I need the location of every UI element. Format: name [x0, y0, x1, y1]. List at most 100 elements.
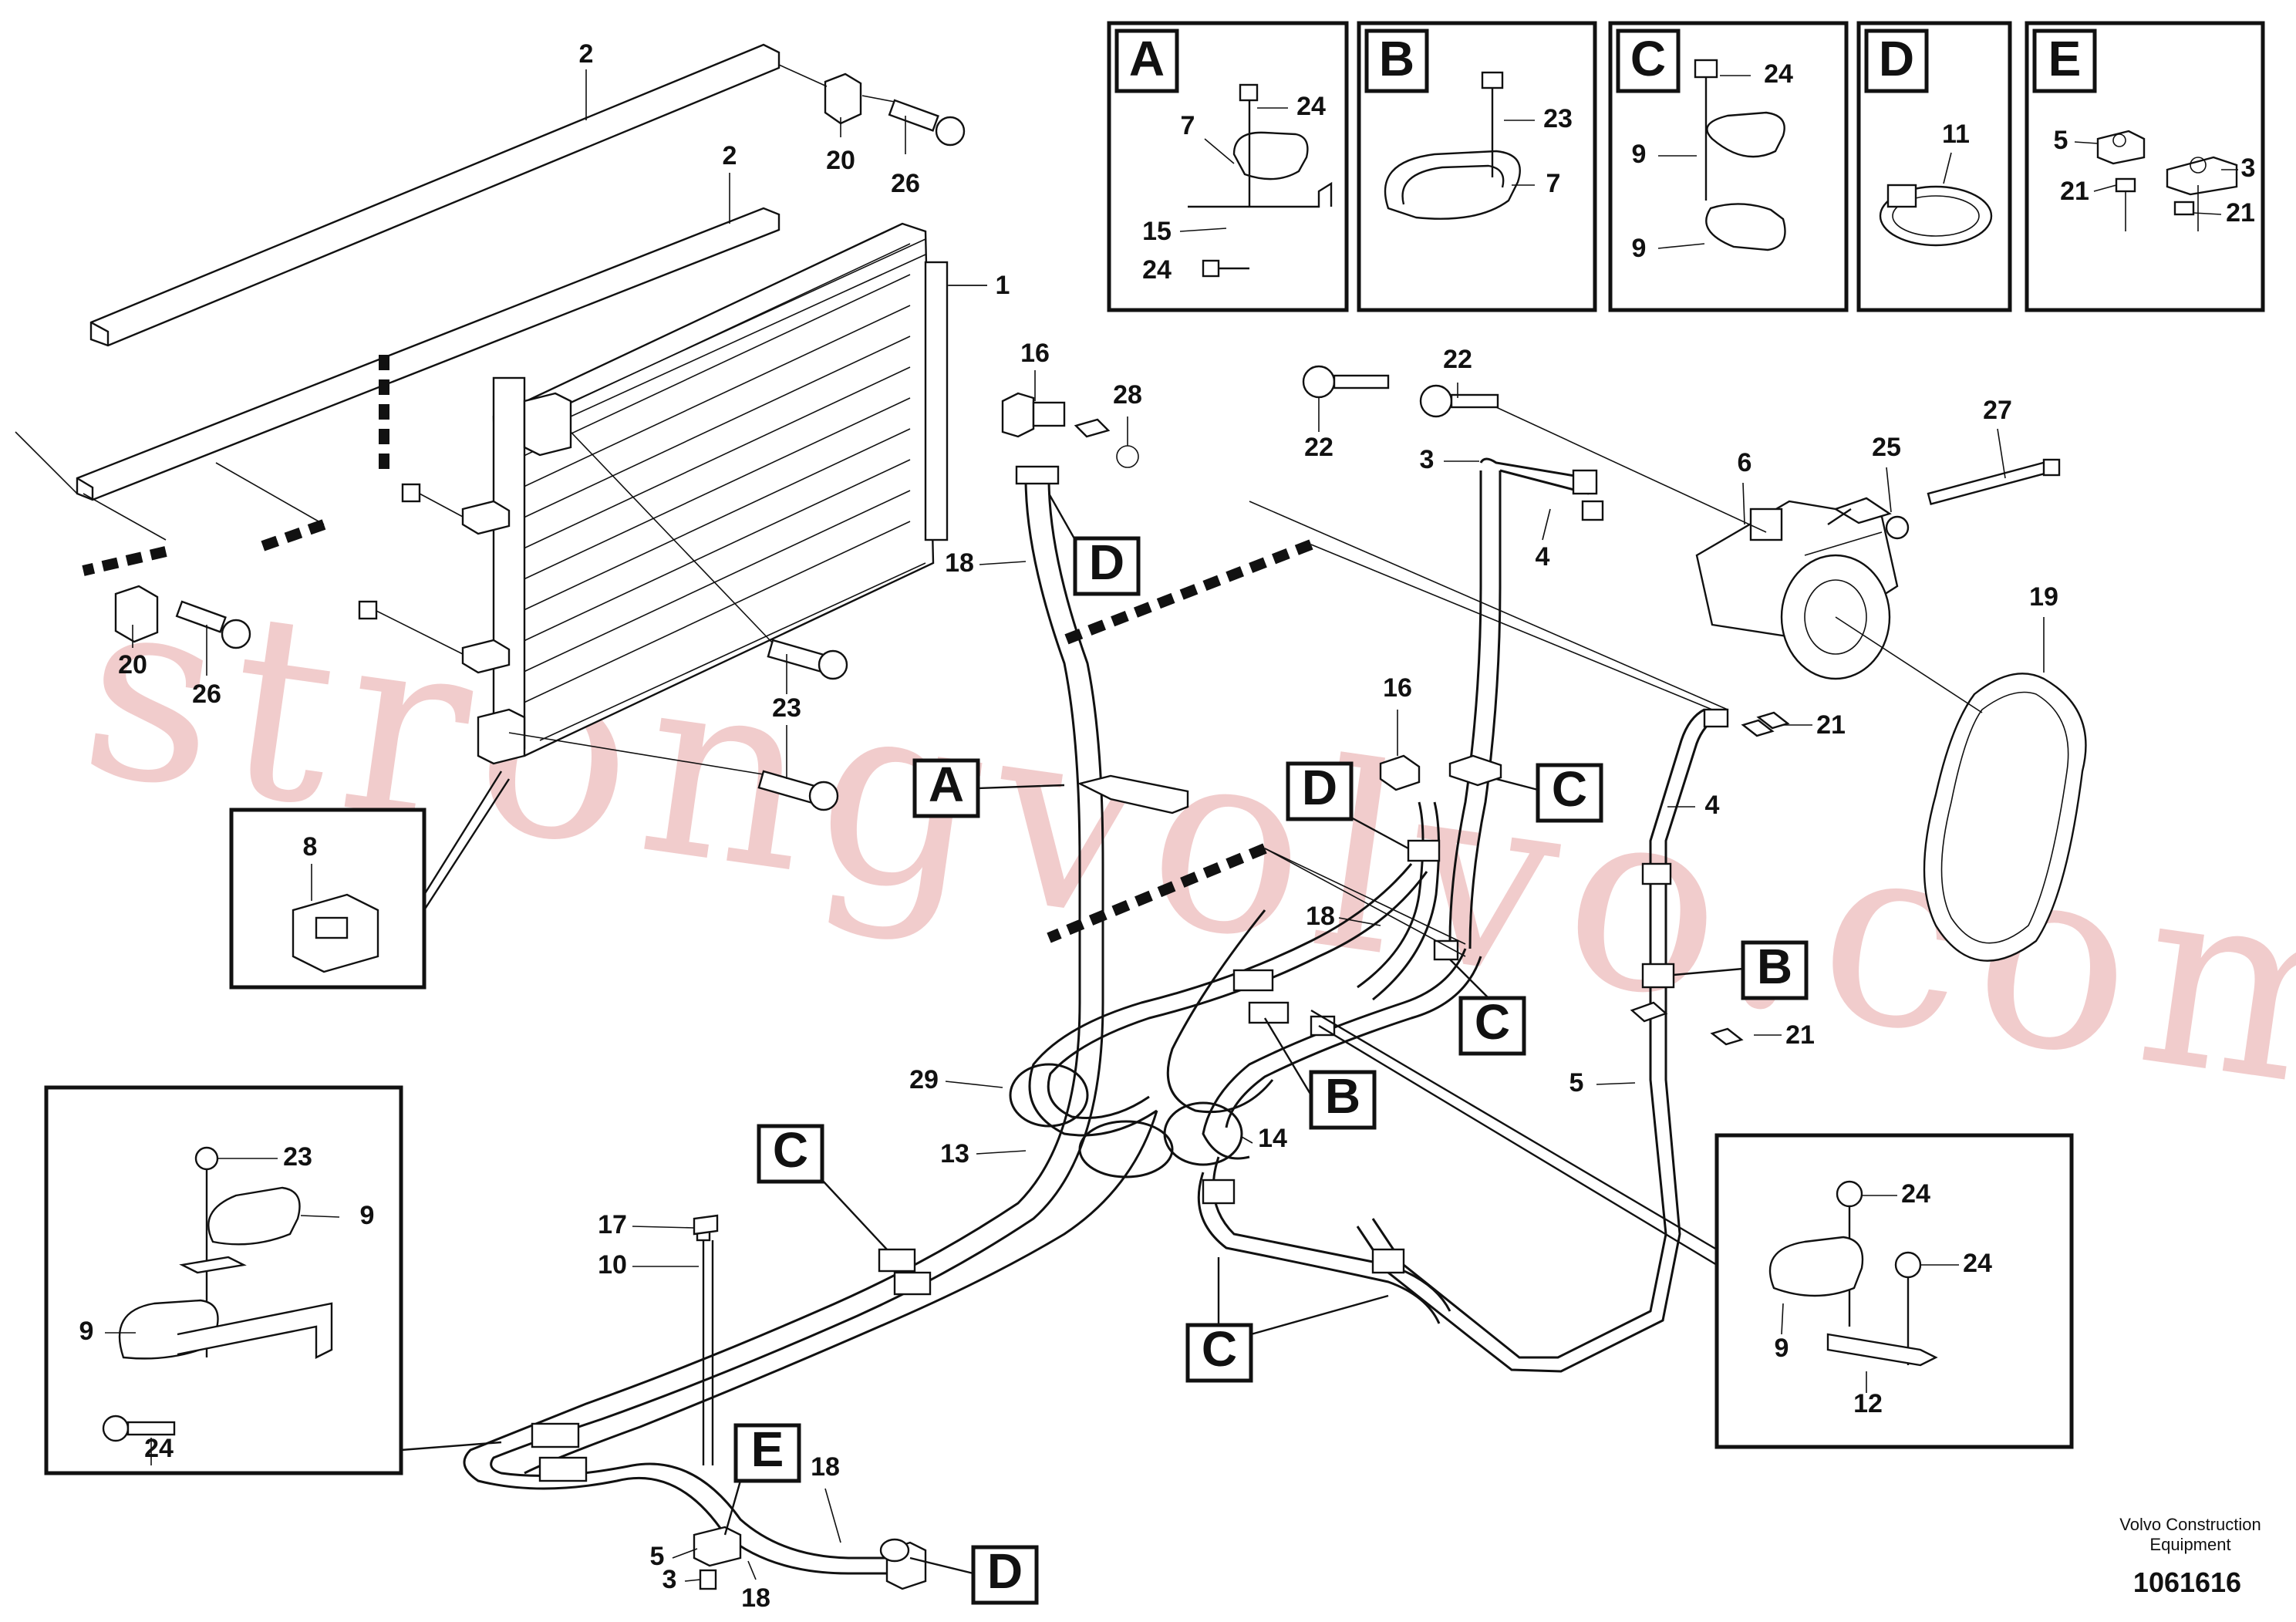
- callout-20-top: 20: [826, 146, 855, 175]
- brand-line-2: Equipment: [2149, 1535, 2230, 1554]
- box-c-label-24: 24: [1764, 59, 1793, 89]
- condenser: [477, 222, 987, 765]
- sensor-label-8: 8: [303, 832, 318, 862]
- callout-2-top: 2: [579, 39, 594, 69]
- callout-18-bottom-b: 18: [741, 1583, 770, 1613]
- left-detail-label-23: 23: [283, 1142, 312, 1172]
- condenser-bolts: [508, 431, 848, 811]
- hose-bundle: [1009, 848, 1482, 1179]
- pipe-4-right: [1249, 501, 1775, 1373]
- ref-box-c-bottom: C: [1185, 1257, 1389, 1383]
- callout-29: 29: [909, 1065, 939, 1094]
- callout-18-mid: 18: [1306, 902, 1335, 931]
- detail-box-d-letter: D: [1879, 31, 1914, 86]
- callout-5-bottom: 5: [650, 1542, 665, 1571]
- detail-box-c: C 24 9 9: [1608, 21, 1849, 312]
- ref-box-a-main: A: [912, 757, 1065, 818]
- right-detail-label-24-right: 24: [1963, 1249, 1992, 1278]
- box-a-label-15: 15: [1142, 217, 1172, 246]
- ref-box-d-bottom: D: [909, 1543, 1039, 1605]
- clips-e-bottom: [693, 1526, 742, 1590]
- callout-18-upper: 18: [945, 548, 974, 578]
- detail-box-e: E 5 3 21 21: [2025, 21, 2265, 312]
- bolt-left: [175, 600, 251, 649]
- callout-5-right: 5: [1569, 1068, 1584, 1098]
- pipe-4-center: [1448, 585, 1502, 949]
- svg-text:C: C: [1202, 1321, 1237, 1377]
- box-b-label-23: 23: [1543, 104, 1573, 133]
- callout-20-left: 20: [118, 650, 147, 679]
- bolts-22: [1302, 365, 1767, 533]
- ref-box-d-mid: D: [1286, 760, 1409, 850]
- callout-10: 10: [598, 1250, 627, 1280]
- box-a-label-24-bottom: 24: [1142, 255, 1172, 285]
- ref-box-b-right: B: [1673, 939, 1809, 1000]
- right-detail-label-9: 9: [1775, 1334, 1789, 1363]
- callout-22-a: 22: [1304, 433, 1333, 462]
- detail-box-b: B 23 7: [1357, 21, 1597, 312]
- callout-4-upper: 4: [1536, 542, 1550, 572]
- dashed-leaders: [1047, 539, 1713, 945]
- box-c-label-9-bottom: 9: [1632, 234, 1647, 263]
- drive-belt: [1835, 616, 2087, 962]
- callout-18-bottom: 18: [811, 1452, 840, 1482]
- callout-28: 28: [1113, 380, 1142, 410]
- right-detail-label-24-left: 24: [1901, 1179, 1930, 1209]
- callout-6: 6: [1738, 448, 1752, 477]
- pipe-3-upper: [1479, 457, 1604, 586]
- box-e-label-21-right: 21: [2226, 198, 2255, 228]
- svg-text:D: D: [1089, 534, 1124, 590]
- callout-2-mid: 2: [723, 141, 737, 170]
- right-detail-label-12: 12: [1853, 1389, 1883, 1418]
- tube-10: [693, 1214, 719, 1465]
- lower-hose-run: [463, 1002, 1451, 1590]
- callout-1: 1: [996, 271, 1010, 300]
- detail-box-c-letter: C: [1630, 31, 1666, 86]
- condenser-brackets: [358, 483, 511, 674]
- callout-16-mid: 16: [1383, 673, 1412, 703]
- bolt-27-and-washer: [1804, 458, 2061, 556]
- svg-text:D: D: [1302, 760, 1337, 815]
- callout-26-top: 26: [891, 169, 920, 198]
- box-e-label-5: 5: [2054, 126, 2068, 155]
- ref-box-c-right: C: [1495, 761, 1603, 823]
- detail-box-b-letter: B: [1379, 31, 1414, 86]
- box-c-label-9-top: 9: [1632, 140, 1647, 169]
- doc-number: 1061616: [2133, 1566, 2241, 1598]
- callout-27: 27: [1983, 396, 2012, 425]
- svg-text:C: C: [1552, 761, 1587, 817]
- box-b-label-7: 7: [1546, 169, 1561, 198]
- footer: Volvo Construction Equipment 1061616: [2119, 1515, 2261, 1598]
- callout-23-a: 23: [772, 693, 801, 723]
- svg-text:C: C: [773, 1122, 808, 1178]
- callout-21-mid: 21: [1785, 1020, 1815, 1050]
- detail-box-a: A 24 7 15 24: [1107, 21, 1349, 312]
- callout-16-top: 16: [1020, 339, 1050, 368]
- callout-22-b: 22: [1443, 345, 1472, 374]
- callout-17: 17: [598, 1210, 627, 1239]
- left-detail-label-24: 24: [144, 1434, 174, 1463]
- ref-box-d-top: D: [1047, 493, 1141, 596]
- svg-text:E: E: [751, 1421, 784, 1477]
- box-e-label-3: 3: [2241, 153, 2256, 183]
- left-detail-label-9-bottom: 9: [79, 1317, 94, 1346]
- svg-text:B: B: [1325, 1068, 1360, 1124]
- ref-box-c-mid: C: [1449, 959, 1526, 1056]
- detail-box-e-letter: E: [2048, 31, 2082, 86]
- left-detail-label-9-top: 9: [360, 1201, 375, 1230]
- ref-box-b-mid: B: [1263, 1017, 1377, 1130]
- detail-box-d: D 11: [1856, 21, 2012, 312]
- sensor-detail: 8: [229, 771, 511, 990]
- svg-text:B: B: [1757, 939, 1792, 994]
- bolt-top: [861, 95, 966, 147]
- svg-text:C: C: [1475, 994, 1510, 1050]
- svg-text:D: D: [987, 1543, 1023, 1599]
- callout-21-top: 21: [1816, 710, 1846, 740]
- detail-box-a-letter: A: [1129, 31, 1165, 86]
- callout-26-left: 26: [192, 679, 221, 709]
- right-detail: 24 24 9 12: [1310, 1009, 2074, 1449]
- box-d-label-11: 11: [1942, 120, 1970, 149]
- callouts: 2 2 20 26 20 26 1 23 16 28 18 22 22 3 4 …: [118, 39, 2058, 1613]
- callout-19: 19: [2029, 582, 2058, 612]
